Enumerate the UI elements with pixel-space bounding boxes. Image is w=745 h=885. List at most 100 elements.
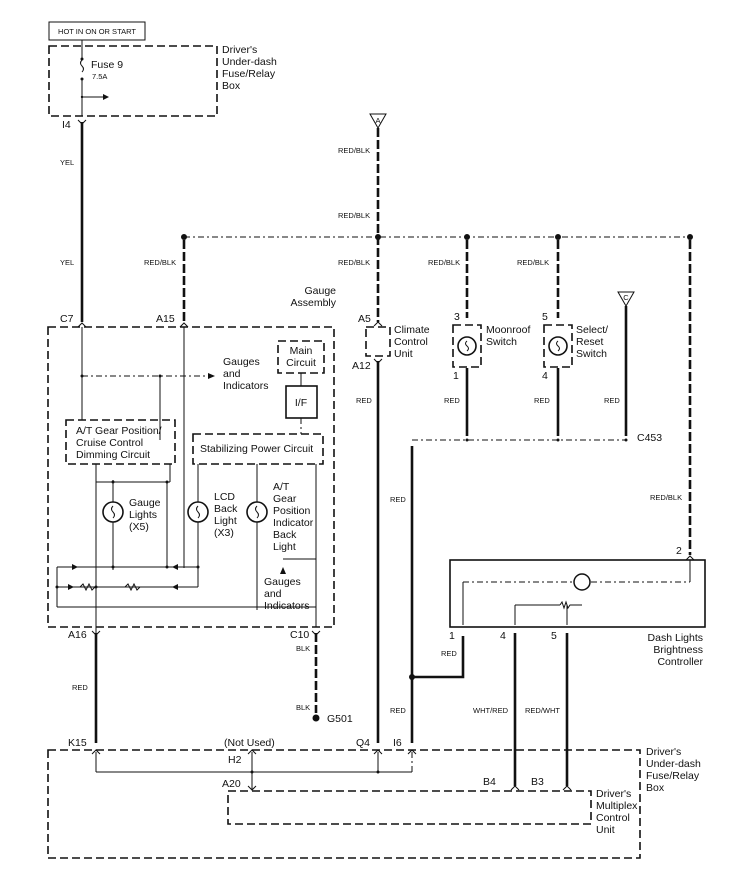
pin-i4: I4 bbox=[62, 119, 71, 131]
pin-select-4: 4 bbox=[542, 370, 548, 382]
wire-label-yel-1: YEL bbox=[60, 158, 74, 167]
gauges-indicators-1-l1: Gauges bbox=[223, 356, 260, 368]
wire-label-moonroof: RED/BLK bbox=[428, 258, 460, 267]
pin-moonroof-1: 1 bbox=[453, 370, 459, 382]
resistor-icon bbox=[124, 582, 141, 592]
gauges-indicators-2-l3: Indicators bbox=[264, 600, 310, 612]
dash-controller-l3: Controller bbox=[657, 656, 703, 668]
multiplex-l4: Unit bbox=[596, 824, 615, 836]
at-dimming-l3: Dimming Circuit bbox=[76, 449, 150, 461]
multiplex-l3: Control bbox=[596, 812, 630, 824]
main-circuit-l1: Main bbox=[290, 345, 313, 357]
gauges-indicators-2-l2: and bbox=[264, 588, 282, 600]
connector-a5 bbox=[373, 321, 383, 327]
diode-icon bbox=[68, 584, 74, 590]
arrow-icon bbox=[208, 373, 215, 379]
at-dimming-l2: Cruise Control bbox=[76, 437, 143, 449]
pin-i6: I6 bbox=[393, 737, 402, 749]
fuse-rating: 7.5A bbox=[92, 72, 107, 81]
dash-controller-l1: Dash Lights bbox=[648, 632, 703, 644]
climate-l3: Unit bbox=[394, 348, 413, 360]
multiplex-l1: Driver's bbox=[596, 788, 631, 800]
multiplex-control-unit-box bbox=[227, 790, 592, 825]
pin-k15: K15 bbox=[68, 737, 87, 749]
pin-c453: C453 bbox=[637, 432, 662, 444]
ref-a-icon bbox=[369, 113, 387, 130]
arrow-icon bbox=[103, 94, 109, 100]
fuse-box-bottom-l4: Box bbox=[646, 782, 665, 794]
moonroof-switch-box bbox=[452, 324, 482, 368]
at-back-l3: Position bbox=[273, 505, 311, 517]
pin-h2: H2 bbox=[228, 754, 242, 766]
wire-red-controller-1 bbox=[412, 636, 465, 679]
lcd-back-light: LCD Back Light (X3) bbox=[187, 464, 238, 586]
rheostat-icon bbox=[559, 600, 582, 610]
fuse-box-top-label-4: Box bbox=[222, 80, 241, 92]
gauge-assembly-label-1: Gauge bbox=[304, 285, 336, 297]
wire-label-controller-red: RED bbox=[441, 649, 457, 658]
select-reset-l1: Select/ bbox=[576, 324, 608, 336]
select-reset-switch-box bbox=[543, 324, 573, 368]
wire-label-a-3: RED/BLK bbox=[338, 258, 370, 267]
at-dimming-l1: A/T Gear Position/ bbox=[76, 425, 162, 437]
dash-controller-l2: Brightness bbox=[653, 644, 703, 656]
hot-label-box: HOT IN ON OR START bbox=[48, 21, 146, 41]
at-back-l6: Light bbox=[273, 541, 296, 553]
lcd-back-l2: Back bbox=[214, 503, 238, 515]
wire-label-moonroof-red: RED bbox=[444, 396, 460, 405]
diode-icon bbox=[172, 564, 178, 570]
climate-l1: Climate bbox=[394, 324, 430, 336]
stabilizing-box bbox=[192, 433, 324, 465]
fuse-icon bbox=[80, 59, 84, 73]
wire-label-select: RED/BLK bbox=[517, 258, 549, 267]
fuse-relay-box-bottom bbox=[47, 749, 641, 859]
wire-label-a12: RED bbox=[356, 396, 372, 405]
at-back-l4: Indicator bbox=[273, 517, 314, 529]
lcd-back-l3: Light bbox=[214, 515, 237, 527]
at-back-l2: Gear bbox=[273, 493, 297, 505]
gauge-assembly-label-2: Assembly bbox=[290, 297, 336, 309]
ref-c: C bbox=[623, 293, 629, 302]
gauges-indicators-1-l2: and bbox=[223, 368, 241, 380]
select-reset-l2: Reset bbox=[576, 336, 604, 348]
wire-label-c-red: RED bbox=[604, 396, 620, 405]
main-circuit-l2: Circuit bbox=[286, 357, 316, 369]
wire-label-select-red: RED bbox=[534, 396, 550, 405]
gauge-lights: Gauge Lights (X5) bbox=[95, 464, 171, 640]
arrow-icon bbox=[280, 567, 286, 574]
wire-label-yel-2: YEL bbox=[60, 258, 74, 267]
wire-label-red-wht: RED/WHT bbox=[525, 706, 560, 715]
fuse-name: Fuse 9 bbox=[91, 59, 123, 71]
multiplex-l2: Multiplex bbox=[596, 800, 638, 812]
ref-a: A bbox=[375, 116, 380, 125]
pin-a12: A12 bbox=[352, 360, 371, 372]
wire-label-blk-2: BLK bbox=[296, 703, 310, 712]
pin-controller-2: 2 bbox=[676, 545, 682, 557]
fuse-box-top-label-3: Fuse/Relay bbox=[222, 68, 276, 80]
wire-label-a-2: RED/BLK bbox=[338, 211, 370, 220]
gauges-indicators-2-l1: Gauges bbox=[264, 576, 301, 588]
moonroof-l2: Switch bbox=[486, 336, 517, 348]
climate-l2: Control bbox=[394, 336, 428, 348]
pin-controller-1: 1 bbox=[449, 630, 455, 642]
dash-controller-box bbox=[449, 559, 706, 628]
wire-label-controller: RED/BLK bbox=[650, 493, 682, 502]
gauge-assembly-box bbox=[47, 326, 335, 628]
hot-label: HOT IN ON OR START bbox=[58, 27, 136, 36]
pin-b4: B4 bbox=[483, 776, 496, 788]
gauge-lights-l3: (X5) bbox=[129, 521, 149, 533]
pin-select-5: 5 bbox=[542, 311, 548, 323]
fuse-box-top-label-1: Driver's bbox=[222, 44, 257, 56]
pin-controller-5: 5 bbox=[551, 630, 557, 642]
pin-c7: C7 bbox=[60, 313, 74, 325]
wire-label-a-1: RED/BLK bbox=[338, 146, 370, 155]
pin-a20: A20 bbox=[222, 778, 241, 790]
resistor-icon bbox=[79, 582, 96, 592]
pin-controller-4: 4 bbox=[500, 630, 506, 642]
if-label: I/F bbox=[295, 397, 307, 409]
wire-label-a15: RED/BLK bbox=[144, 258, 176, 267]
gauge-lights-l2: Lights bbox=[129, 509, 157, 521]
pin-b3: B3 bbox=[531, 776, 544, 788]
fuse-box-top-label-2: Under-dash bbox=[222, 56, 277, 68]
fuse-9: Fuse 9 7.5A bbox=[80, 40, 123, 116]
